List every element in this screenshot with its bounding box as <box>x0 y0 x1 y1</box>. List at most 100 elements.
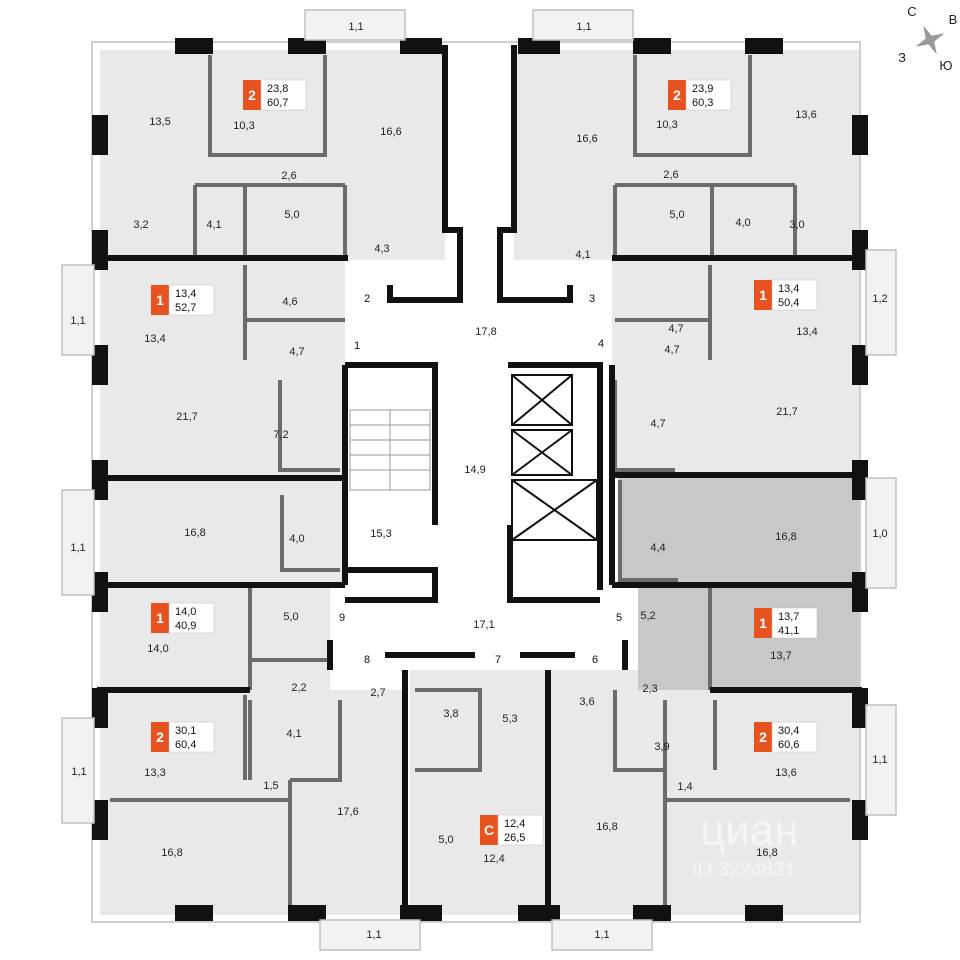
apartment-living-area: 12,4 <box>504 818 525 830</box>
room-area-label: 14,9 <box>464 464 485 476</box>
room-area-label: 13,6 <box>795 109 816 121</box>
room-area-label: 1,1 <box>71 766 86 778</box>
room-area-label: 7,2 <box>273 429 288 441</box>
apartment-rooms: С <box>484 822 494 838</box>
room-area-label: 4,1 <box>286 728 301 740</box>
room-area-label: 4,7 <box>289 346 304 358</box>
room-area-label: 17,8 <box>475 326 496 338</box>
room-area-label: 1,1 <box>70 542 85 554</box>
compass-west: З <box>898 50 906 65</box>
room-area-label: 16,8 <box>775 531 796 543</box>
room-area-label: 5,0 <box>284 209 299 221</box>
room-area-label: 13,3 <box>144 767 165 779</box>
room-area-label: 2,7 <box>370 687 385 699</box>
apartment-total-area: 60,6 <box>778 739 799 751</box>
partition-walls <box>110 55 850 910</box>
room-area-label: 2,6 <box>663 169 678 181</box>
compass-south: Ю <box>939 58 952 73</box>
room-area-label: 3,6 <box>579 696 594 708</box>
room-area-label: 2,3 <box>642 683 657 695</box>
apartment-rooms: 1 <box>156 292 164 308</box>
balconies <box>61 9 897 951</box>
room-area-label: 13,4 <box>144 333 165 345</box>
room-area-label: 1,1 <box>70 315 85 327</box>
room-area-label: 4,0 <box>735 217 750 229</box>
door-number: 9 <box>339 612 345 624</box>
room-area-label: 5,2 <box>640 610 655 622</box>
door-number: 5 <box>616 612 622 624</box>
staircase <box>349 409 431 491</box>
room-area-label: 1,0 <box>872 528 887 540</box>
apartment-living-area: 14,0 <box>175 606 196 618</box>
room-area-label: 4,0 <box>289 533 304 545</box>
room-area-label: 1,4 <box>677 781 692 793</box>
apartment-total-area: 26,5 <box>504 832 525 844</box>
apartment-total-area: 41,1 <box>778 625 799 637</box>
room-area-label: 1,1 <box>366 929 381 941</box>
apartment-badge: 2 30,4 60,6 <box>754 721 818 753</box>
room-area-label: 5,0 <box>669 209 684 221</box>
room-area-label: 4,4 <box>650 542 665 554</box>
apartment-rooms: 2 <box>156 729 164 745</box>
room-area-label: 12,4 <box>483 853 504 865</box>
apartment-rooms: 2 <box>759 729 767 745</box>
apartment-living-area: 30,1 <box>175 725 196 737</box>
door-number: 8 <box>364 654 370 666</box>
watermark-id: ID 3224831 <box>692 859 795 881</box>
apartment-badge: С 12,4 26,5 <box>480 814 544 846</box>
room-area-label: 2,6 <box>281 170 296 182</box>
room-area-label: 3,8 <box>443 708 458 720</box>
apartment-rooms: 1 <box>759 287 767 303</box>
room-area-label: 3,9 <box>654 741 669 753</box>
room-area-label: 5,0 <box>438 834 453 846</box>
room-area-label: 13,5 <box>149 116 170 128</box>
room-area-label: 14,0 <box>147 643 168 655</box>
apartment-total-area: 50,4 <box>778 297 799 309</box>
room-area-label: 4,1 <box>206 219 221 231</box>
structural-columns <box>92 38 868 921</box>
room-area-label: 16,6 <box>380 126 401 138</box>
door-number: 7 <box>495 654 501 666</box>
room-area-label: 1,1 <box>348 21 363 33</box>
compass-north: С <box>907 4 916 19</box>
room-area-label: 21,7 <box>176 411 197 423</box>
room-area-label: 1,5 <box>263 780 278 792</box>
door-number: 1 <box>354 340 360 352</box>
room-area-label: 1,1 <box>594 929 609 941</box>
apartment-fills <box>100 50 859 915</box>
room-area-label: 15,3 <box>370 528 391 540</box>
room-area-label: 13,7 <box>770 650 791 662</box>
room-area-label: 10,3 <box>656 119 677 131</box>
room-area-label: 4,7 <box>668 323 683 335</box>
room-area-label: 16,8 <box>184 527 205 539</box>
apartment-living-area: 30,4 <box>778 725 799 737</box>
room-area-label: 13,6 <box>775 767 796 779</box>
apartment-total-area: 60,7 <box>267 97 288 109</box>
room-area-label: 21,7 <box>776 406 797 418</box>
apartment-living-area: 13,7 <box>778 611 799 623</box>
apartment-total-area: 60,4 <box>175 739 196 751</box>
room-area-label: 10,3 <box>233 120 254 132</box>
room-area-label: 1,2 <box>872 293 887 305</box>
compass-east: В <box>949 12 958 27</box>
apartment-rooms: 2 <box>248 87 256 103</box>
apartment-living-area: 13,4 <box>175 288 196 300</box>
elevators <box>511 374 598 541</box>
room-area-label: 17,1 <box>473 619 494 631</box>
door-number: 3 <box>589 293 595 305</box>
apartment-rooms: 2 <box>673 87 681 103</box>
apartment-rooms: 1 <box>156 610 164 626</box>
room-area-label: 17,6 <box>337 806 358 818</box>
room-area-label: 4,1 <box>575 249 590 261</box>
apartment-living-area: 23,9 <box>692 83 713 95</box>
room-area-label: 16,6 <box>576 133 597 145</box>
